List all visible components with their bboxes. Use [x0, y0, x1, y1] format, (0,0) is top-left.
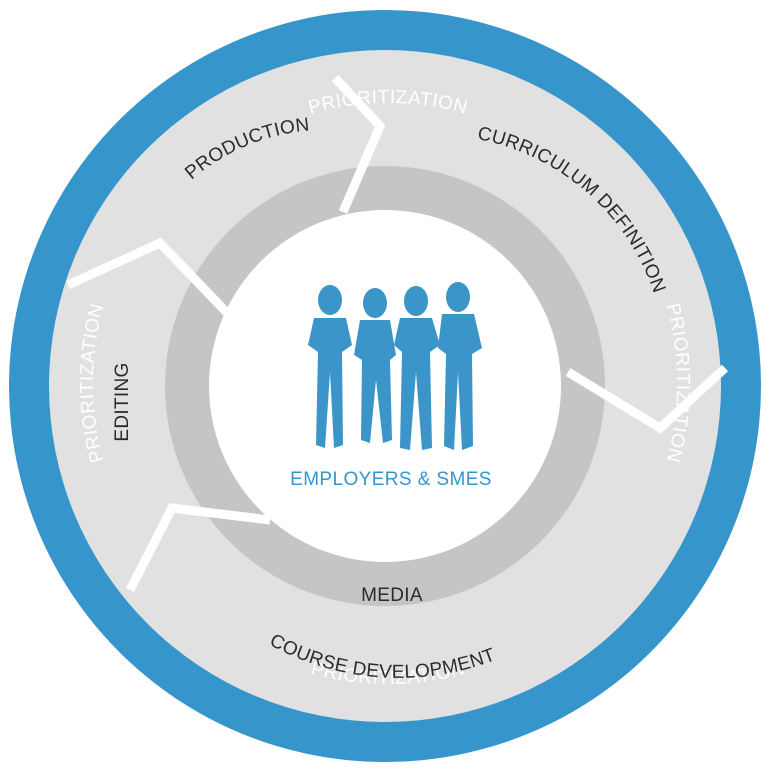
person-silhouette-icon [308, 285, 352, 448]
stage-dividers [66, 74, 729, 593]
divider-curriculum-course [565, 364, 729, 434]
person-silhouette-icon [354, 288, 396, 443]
divider-course-editing [125, 503, 271, 593]
divider-production-curriculum [331, 74, 386, 214]
editing-label: EDITING [112, 362, 133, 441]
people-group-icon [308, 282, 482, 450]
person-silhouette-icon [394, 286, 440, 450]
media-label: MEDIA [361, 585, 423, 606]
divider-editing-production [66, 237, 236, 322]
person-silhouette-icon [438, 282, 482, 450]
employers-smes-label: EMPLOYERS & SMES [290, 469, 492, 490]
